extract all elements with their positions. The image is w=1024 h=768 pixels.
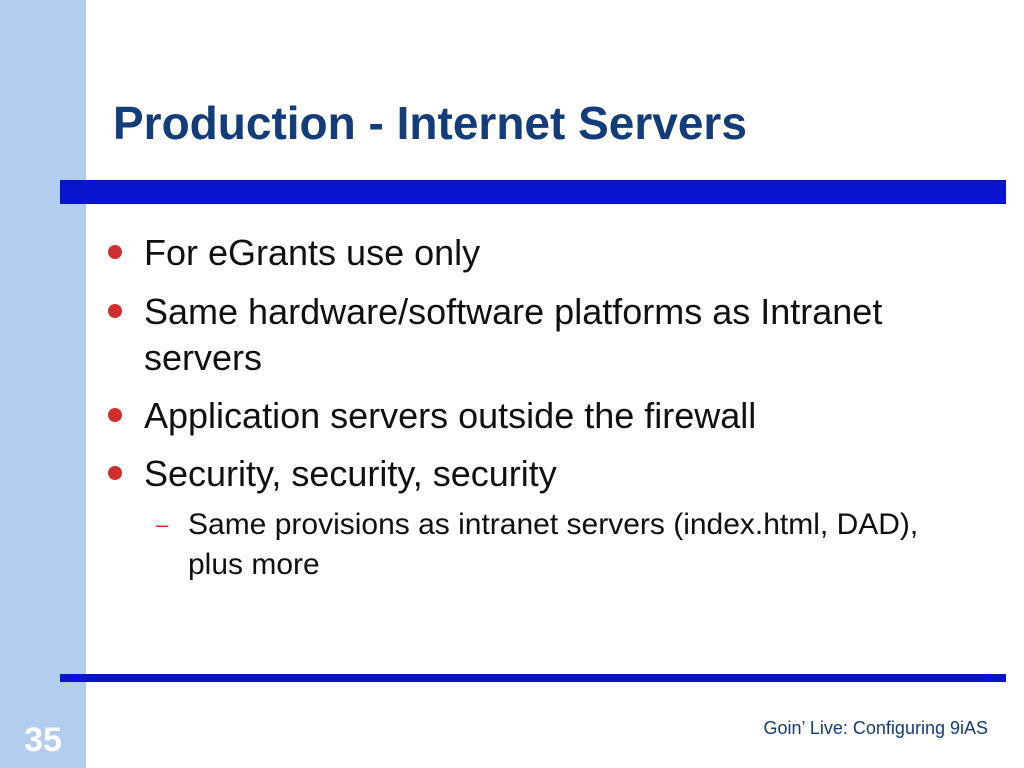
footer-divider-bar xyxy=(60,674,1006,682)
title-underline-bar xyxy=(60,180,1006,204)
bullet-item: Security, security, security xyxy=(144,453,557,494)
bullet-dot-icon xyxy=(108,408,122,422)
footer-caption: Goin’ Live: Configuring 9iAS xyxy=(763,718,988,738)
page-number: 35 xyxy=(24,721,62,759)
bullet-dot-icon xyxy=(108,466,122,480)
slide-title: Production - Internet Servers xyxy=(113,97,747,149)
left-accent-band xyxy=(0,0,86,768)
sub-bullet-dash-icon: – xyxy=(156,512,169,537)
bullet-dot-icon xyxy=(108,304,122,318)
bullet-item: Application servers outside the firewall xyxy=(144,395,757,436)
bullet-dot-icon xyxy=(108,245,122,259)
bullet-item: For eGrants use only xyxy=(144,232,481,273)
bullet-item: Same hardware/software platforms as Intr… xyxy=(144,291,883,378)
sub-bullet-item: Same provisions as intranet servers (ind… xyxy=(188,508,919,581)
